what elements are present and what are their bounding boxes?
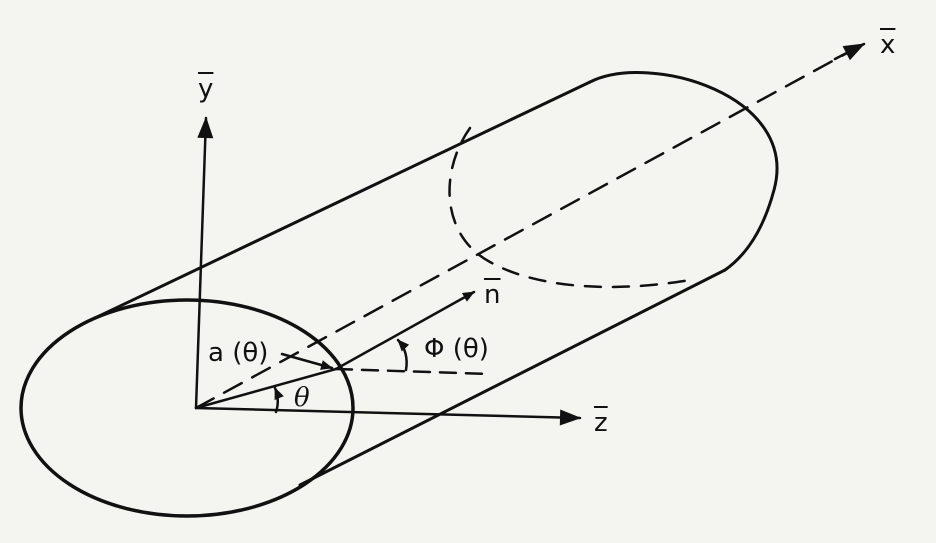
theta-label: θ bbox=[294, 383, 310, 413]
cylinder-bottom-edge bbox=[298, 268, 727, 487]
far-end-cap-hidden bbox=[448, 126, 692, 289]
far-end-cap bbox=[588, 71, 779, 272]
z-axis bbox=[194, 406, 582, 426]
z-axis-label: z bbox=[594, 408, 608, 438]
cylinder-top-edge bbox=[93, 80, 592, 320]
normal-vector bbox=[334, 290, 476, 371]
y-axis bbox=[194, 116, 214, 410]
radius-line bbox=[194, 367, 338, 410]
phi-arc bbox=[396, 338, 410, 372]
reference-line bbox=[334, 367, 492, 376]
normal-label: n bbox=[484, 280, 501, 310]
a-theta-pointer bbox=[280, 352, 334, 370]
y-axis-label: y bbox=[198, 74, 214, 104]
a-theta-label: a (θ) bbox=[208, 338, 269, 368]
phi-theta-label: Φ (θ) bbox=[424, 334, 489, 364]
x-axis-arrowhead-stem bbox=[833, 42, 866, 61]
x-axis-label: x bbox=[880, 30, 896, 60]
theta-arc bbox=[273, 386, 284, 414]
front-cross-section bbox=[19, 298, 355, 518]
